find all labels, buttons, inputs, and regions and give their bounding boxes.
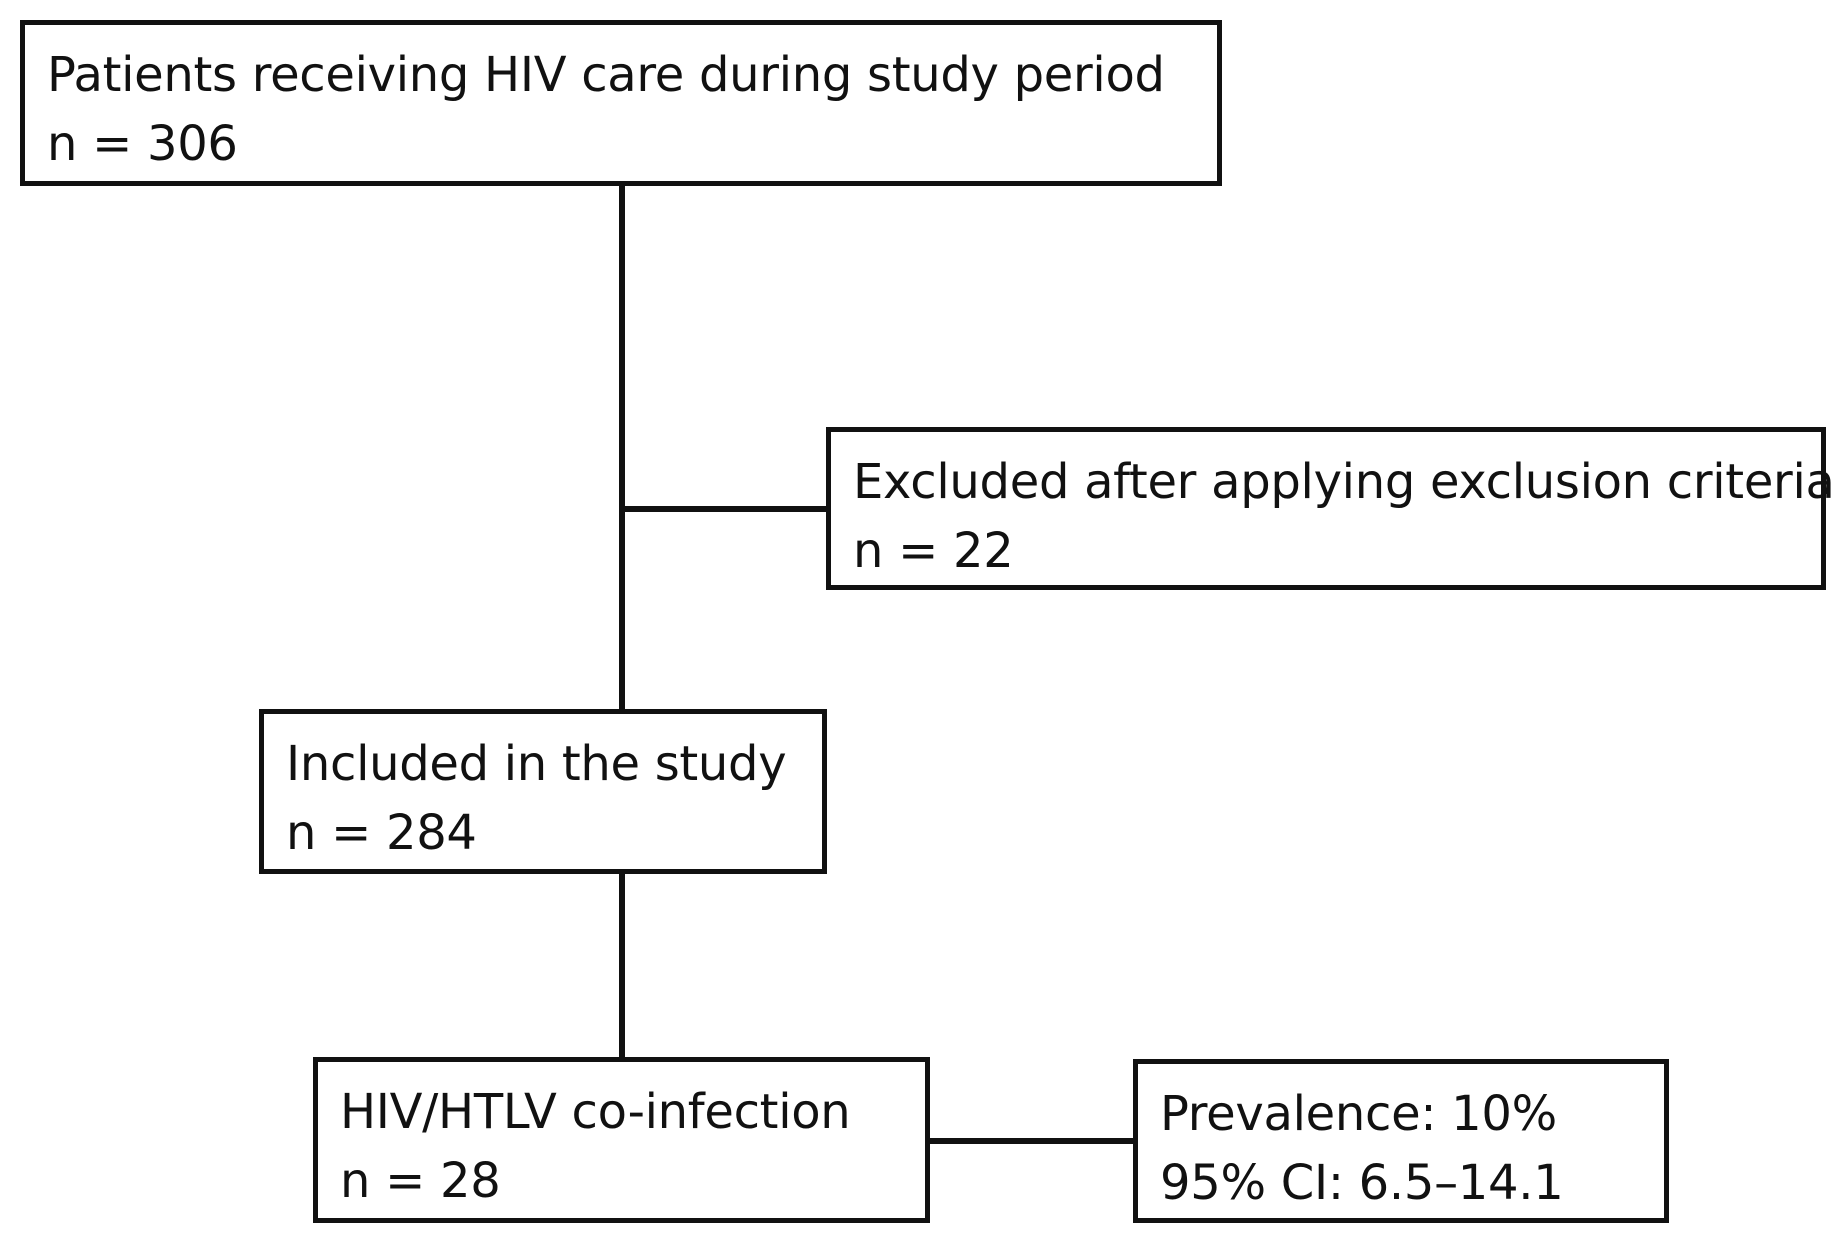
included-label: Included in the study — [286, 736, 787, 792]
box-coinfection: HIV/HTLV co-infection n = 28 — [313, 1057, 930, 1223]
connector-to-excluded — [622, 506, 826, 512]
box-included-patients: Included in the study n = 284 — [259, 709, 827, 874]
connector-total-to-included — [619, 186, 625, 709]
coinfection-label: HIV/HTLV co-infection — [340, 1084, 851, 1140]
prevalence-label: Prevalence: 10% — [1160, 1086, 1557, 1142]
connector-included-to-coinfection — [619, 874, 625, 1057]
total-patients-label: Patients receiving HIV care during study… — [47, 47, 1165, 103]
connector-coinfection-to-prevalence — [930, 1138, 1133, 1144]
box-prevalence: Prevalence: 10% 95% CI: 6.5–14.1 — [1133, 1059, 1669, 1223]
coinfection-count: n = 28 — [340, 1153, 501, 1209]
box-total-patients: Patients receiving HIV care during study… — [20, 20, 1222, 186]
total-patients-count: n = 306 — [47, 116, 238, 172]
excluded-label: Excluded after applying exclusion criter… — [853, 454, 1835, 510]
excluded-count: n = 22 — [853, 523, 1014, 579]
included-count: n = 284 — [286, 805, 477, 861]
prevalence-ci: 95% CI: 6.5–14.1 — [1160, 1155, 1564, 1211]
box-excluded-patients: Excluded after applying exclusion criter… — [826, 427, 1835, 590]
